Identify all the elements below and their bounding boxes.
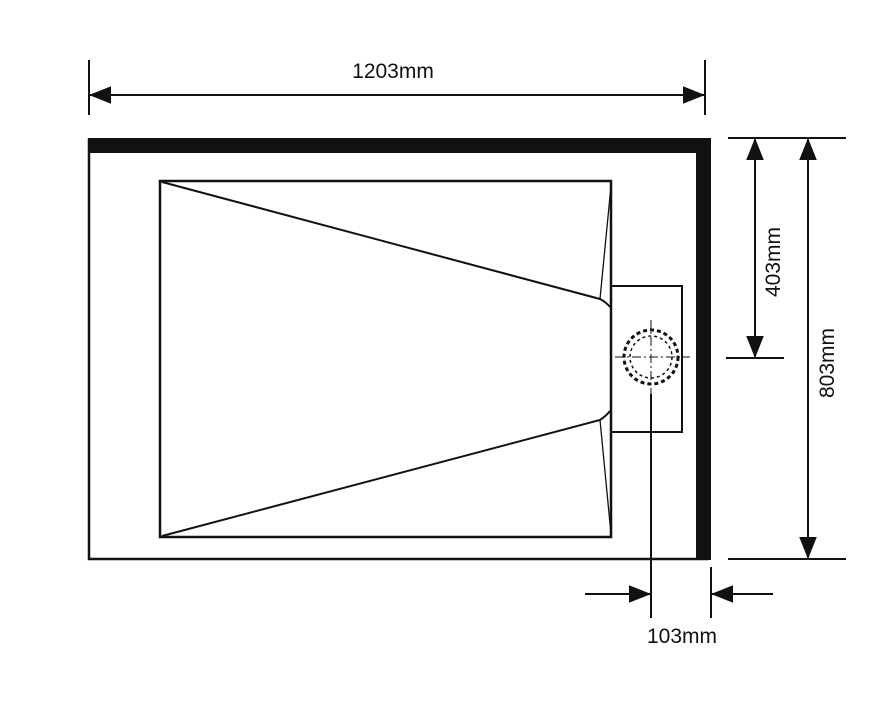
fall-edge-top — [599, 185, 612, 300]
depth-dimension: 803mm — [728, 137, 846, 560]
inner-basin — [158, 179, 613, 539]
fall-line-bottom — [161, 410, 611, 537]
back-wall-upstand — [88, 138, 710, 153]
width-label: 1203mm — [352, 60, 434, 83]
waste-housing — [611, 285, 683, 433]
side-wall-upstand — [696, 138, 711, 560]
width-dimension: 1203mm — [88, 60, 706, 115]
depth-label: 803mm — [816, 328, 839, 398]
waste-side-dimension: 103mm — [585, 394, 773, 648]
waste-outlet — [615, 320, 690, 394]
fall-edge-bottom — [599, 419, 612, 535]
waste-back-label: 403mm — [762, 227, 785, 297]
waste-side-label: 103mm — [647, 625, 717, 648]
fall-line-top — [161, 181, 611, 308]
waste-back-dimension: 403mm — [726, 138, 785, 359]
tray-outline — [87, 138, 709, 561]
